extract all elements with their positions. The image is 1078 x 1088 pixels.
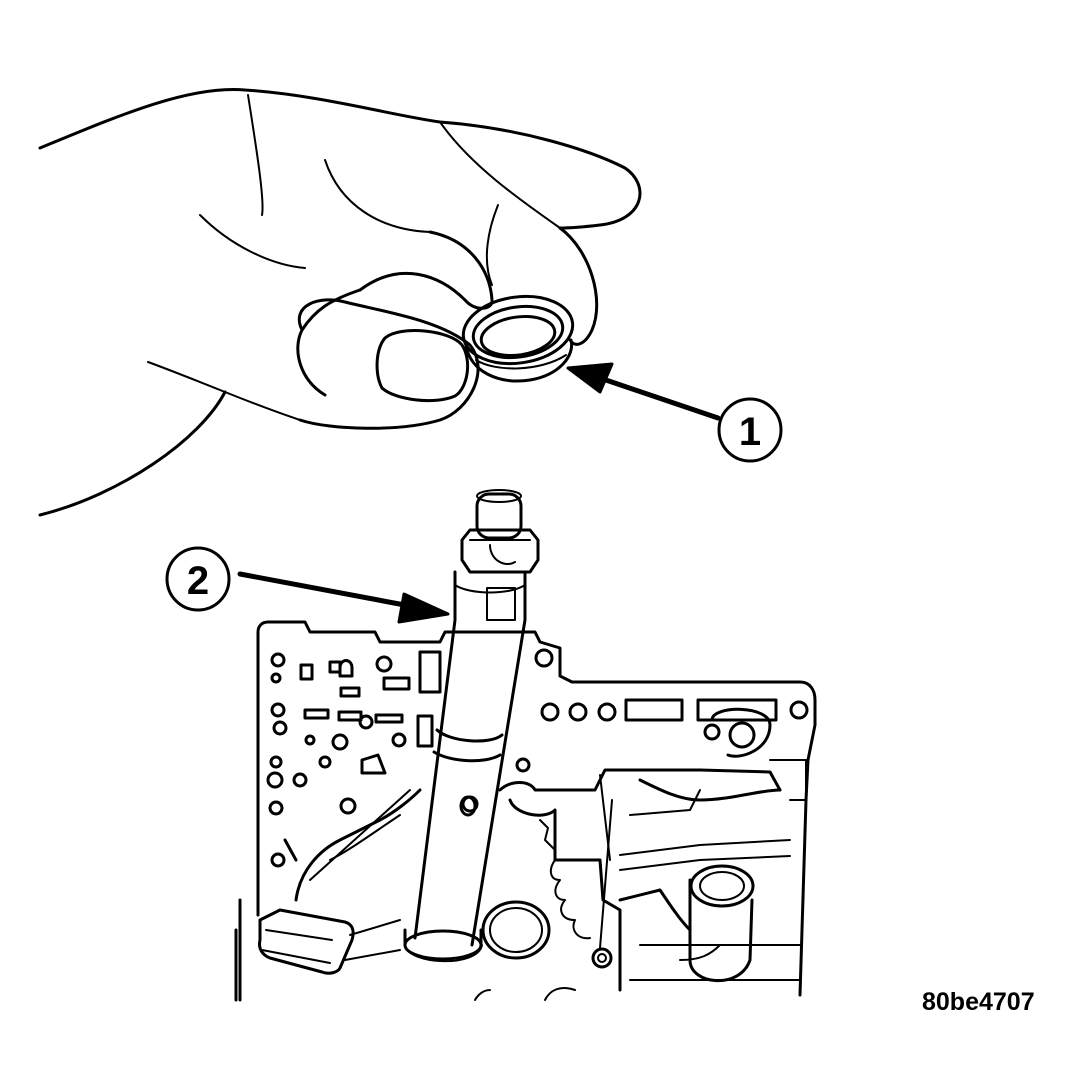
callout-arrow-2 xyxy=(237,571,450,624)
figure-id: 80be4707 xyxy=(922,988,1035,1016)
callout-arrow-1 xyxy=(566,362,721,421)
shaft xyxy=(403,489,540,963)
hand-drawing xyxy=(38,87,642,517)
valve-body xyxy=(234,620,817,1002)
callout-circle-1: 1 xyxy=(717,397,783,463)
seal-ring xyxy=(461,294,575,383)
callout-circle-2: 2 xyxy=(165,546,231,612)
callout-number-1: 1 xyxy=(739,410,761,454)
callout-number-2: 2 xyxy=(187,559,209,603)
